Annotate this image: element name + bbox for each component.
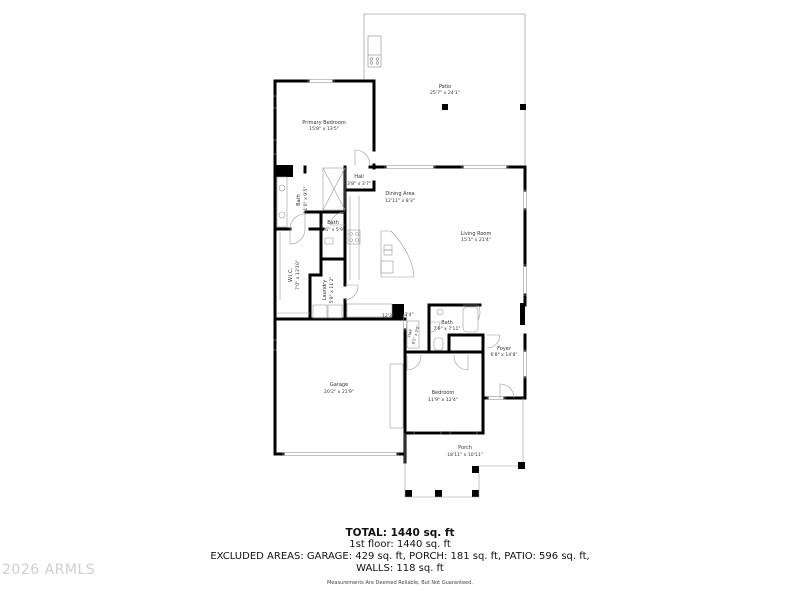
- room-name-foyer: Foyer: [497, 346, 512, 352]
- disclaimer: Measurements Are Deemed Reliable, But No…: [326, 580, 474, 586]
- room-dims-hall: 3'8" x 3'7": [347, 181, 371, 187]
- first-floor-area: 1st floor: 1440 sq. ft: [349, 539, 451, 550]
- room-name-laundry: Laundry: [322, 280, 328, 300]
- grill-icon: [367, 35, 382, 68]
- patio-post: [520, 104, 526, 110]
- room-dims-hall-2: 8'5" x 3'0": [410, 324, 420, 345]
- porch-post: [472, 490, 479, 497]
- room-name-bedroom: Bedroom: [432, 390, 455, 396]
- room-dims-primary-bedroom: 15'8" x 13'5": [309, 126, 339, 132]
- room-dims-dining-area: 12'11" x 8'3": [385, 198, 415, 204]
- room-dims-foyer: 6'8" x 14'8": [490, 352, 517, 358]
- room-dims-bedroom: 11'9" x 12'4": [428, 397, 458, 403]
- room-name-wic: W.I.C.: [288, 268, 294, 283]
- total-area: TOTAL: 1440 sq. ft: [345, 527, 455, 539]
- room-name-hall: Hall: [354, 174, 364, 180]
- room-name-primary-bath: Bath: [296, 194, 302, 206]
- excluded-areas: EXCLUDED AREAS: GARAGE: 429 sq. ft, PORC…: [210, 551, 590, 562]
- room-name-garage: Garage: [330, 382, 348, 388]
- fixtures: [276, 167, 524, 498]
- exterior-walls: [273, 79, 527, 464]
- porch-post: [405, 490, 412, 497]
- room-dims-porch: 18'11" x 10'11": [447, 452, 483, 458]
- dim-label: 12'3": [382, 313, 394, 319]
- room-dims-living-room: 15'1" x 21'4": [461, 237, 491, 243]
- watermark: 2026 ARMLS: [2, 562, 96, 578]
- patio-post: [442, 104, 448, 110]
- room-name-bath-2: Bath: [327, 220, 339, 226]
- room-dims-garage: 20'2" x 21'9": [324, 389, 354, 395]
- dim-label: 3'4": [404, 312, 413, 318]
- wall-block: [520, 303, 525, 325]
- wall-block: [275, 165, 293, 177]
- windows: [273, 79, 527, 456]
- room-dims-bath-3: 7'9" x 7'11": [433, 326, 460, 332]
- room-name-living-room: Living Room: [461, 231, 492, 237]
- room-dims-laundry: 5'9" x 11'2": [329, 276, 335, 303]
- room-dims-patio: 25'7" x 24'1": [430, 90, 460, 96]
- room-name-bath-3: Bath: [441, 320, 453, 326]
- porch-post: [472, 466, 479, 473]
- wall-block: [392, 304, 404, 320]
- room-name-patio: Patio: [439, 84, 451, 90]
- room-dims-wic: 7'0" x 13'10": [295, 260, 301, 290]
- room-dims-bath-2: 5'6" x 5'9": [321, 227, 345, 233]
- room-dims-primary-bath: 11'0" x 9'5": [303, 186, 309, 213]
- room-name-dining-area: Dining Area: [385, 191, 414, 197]
- room-name-porch: Porch: [458, 445, 472, 451]
- door-swings: [289, 149, 515, 399]
- patio-outline: [363, 13, 526, 165]
- porch-post: [435, 490, 442, 497]
- porch-post: [518, 462, 525, 469]
- room-name-hall-2: Hall: [406, 329, 413, 338]
- room-name-primary-bedroom: Primary Bedroom: [302, 120, 346, 126]
- walls-area: WALLS: 118 sq. ft: [356, 563, 444, 574]
- floor-plan: Patio 25'7" x 24'1" Primary Bedroom 15'8…: [273, 13, 527, 498]
